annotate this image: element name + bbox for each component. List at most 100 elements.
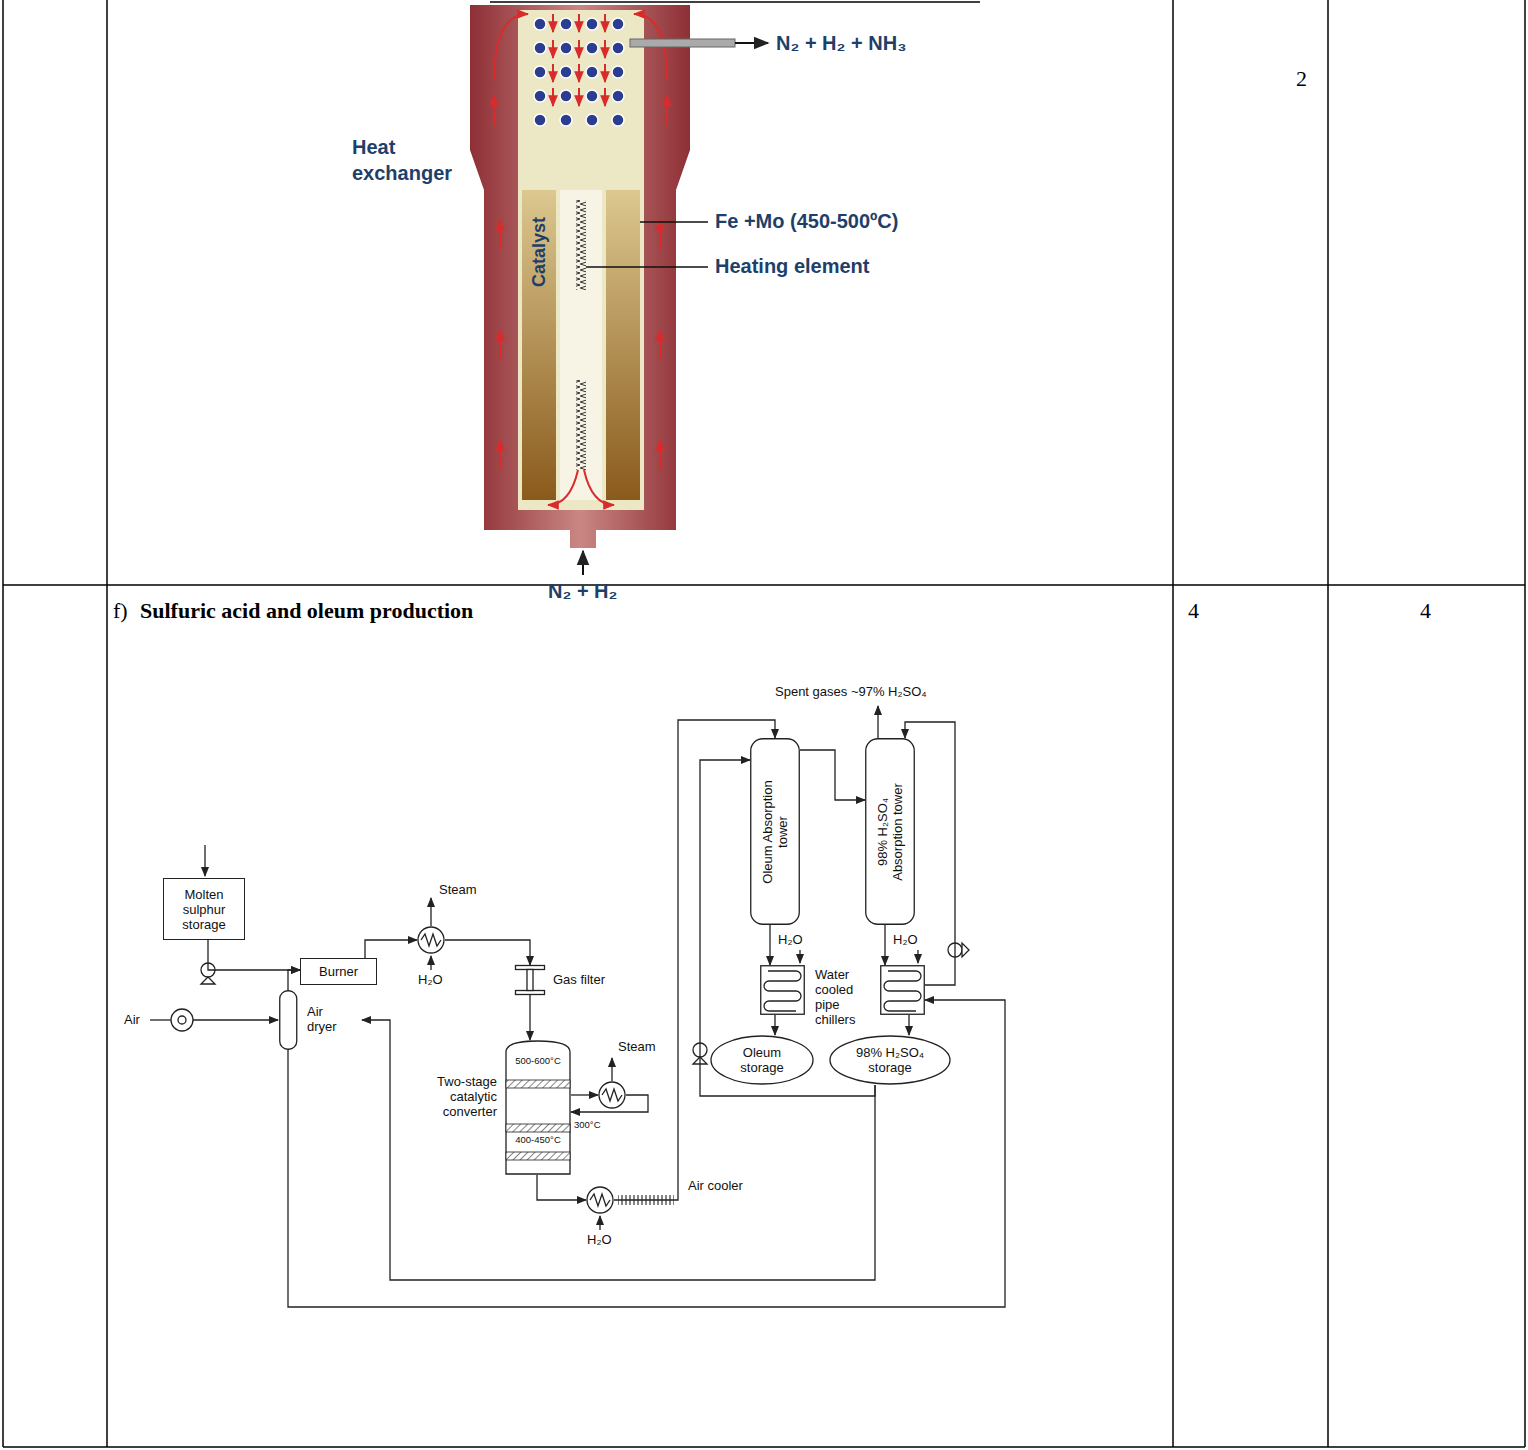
steam-superheater: Steam: [598, 1081, 626, 1109]
catalytic-converter-outline: [506, 1041, 570, 1174]
air-cooler-outline: [586, 1186, 614, 1214]
catalyst-pellet: [612, 66, 624, 78]
gas-flow-arrow: [584, 470, 614, 505]
table-rule: [3, 0, 1525, 1447]
pipe-connector: [571, 1094, 598, 1095]
absorption-tower-outline: [866, 739, 915, 925]
ammonia-converter: [735, 42, 768, 44]
equipment-label: 98% H₂SO₄ Absorption tower: [875, 772, 905, 892]
ammonia-converter: [560, 190, 602, 500]
temperature-label: 300°C: [574, 1119, 601, 1131]
table-rule: [1172, 0, 1174, 1447]
leader-line: [640, 221, 708, 222]
equipment-label: Air cooler: [688, 1178, 743, 1193]
ammonia-converter: [606, 190, 640, 500]
air-cooler: Air coolerH₂O: [586, 1186, 614, 1214]
gas-flow-arrow: [604, 14, 606, 32]
catalyst-pellet: [612, 18, 624, 30]
catalyst-pellet: [612, 42, 624, 54]
part-label: Fe +Mo (450-500ºC): [715, 208, 898, 234]
catalyst-pellet: [534, 66, 546, 78]
catalyst-pellet: [560, 18, 572, 30]
gas-flow-arrow: [659, 220, 661, 250]
pipe-chiller-outline: [884, 971, 921, 1011]
stream-label: N₂ + H₂: [548, 578, 617, 604]
pipe-chiller-outline: [761, 966, 805, 1015]
table-cell: 4: [1188, 598, 1199, 624]
air-dryer: Air dryer: [279, 990, 362, 1050]
stream-label: Spent gases ~97% H₂SO₄: [775, 684, 927, 700]
gas-flow-arrow: [552, 64, 554, 82]
gas-flow-arrow: [494, 14, 667, 505]
gas-flow-arrow: [552, 88, 554, 106]
equipment-label: Molten sulphur storage: [169, 887, 239, 932]
catalyst-pellet: [612, 90, 624, 102]
catalyst-pellet: [586, 42, 598, 54]
catalyst-pellet: [560, 114, 572, 126]
catalytic-converter-outline: [506, 1152, 570, 1160]
gas-flow-arrow: [659, 330, 661, 360]
equipment-label: Oleum storage: [732, 1045, 792, 1075]
gas-flow-arrow: [499, 220, 501, 250]
gas-flow-arrow: [604, 40, 606, 58]
leader-line: [586, 222, 708, 267]
table-cell: 2: [1296, 66, 1307, 92]
equipment-label: Steam: [618, 1039, 656, 1054]
equipment-label: Two-stage catalytic converter: [401, 1074, 497, 1119]
ammonia-converter: [576, 200, 586, 290]
process-symbol: [201, 977, 215, 984]
gas-filter-outline: [516, 966, 545, 995]
storage-tank: Oleum storage: [710, 1035, 814, 1085]
gas-filter: Gas filter: [515, 965, 545, 995]
catalytic-converter-outline: [506, 1124, 570, 1132]
ammonia-converter: [470, 5, 768, 575]
process-symbol: [171, 1009, 193, 1031]
pipe-connector: [365, 940, 417, 958]
catalyst-pellet: [534, 18, 624, 126]
equipment-label: Water cooled pipe chillers: [815, 967, 879, 1027]
stream-label: Air: [124, 1012, 140, 1028]
gas-flow-arrow: [499, 440, 501, 470]
catalyst-pellet: [560, 66, 572, 78]
catalyst-pellet: [586, 66, 598, 78]
table-rule: [3, 1446, 1525, 1448]
gas-filter-outline: [515, 965, 545, 995]
pipe-connector: [445, 940, 530, 965]
equipment-label: Burner: [319, 964, 358, 979]
pipe-chiller-outline: [760, 965, 805, 1015]
process-symbol: [430, 956, 431, 970]
pipe-connector: [908, 1015, 909, 1035]
gas-flow-arrow: [493, 95, 495, 125]
table-rule: [1327, 0, 1329, 1447]
gas-flow-arrow: [578, 88, 580, 106]
pipe-chiller-outline: [881, 966, 925, 1015]
steam-superheater-outline: [602, 1089, 622, 1101]
process-symbol: [599, 1216, 600, 1230]
air-cooler-outline: [590, 1194, 610, 1206]
pipe-connector: [288, 1000, 1005, 1307]
absorption-tower-outline: [751, 739, 800, 925]
ammonia-converter: [470, 5, 690, 548]
equipment-label: H₂O: [893, 932, 918, 947]
equipment-label: Oleum Absorption tower: [760, 772, 790, 892]
storage-tank-outline: [711, 1036, 813, 1084]
ammonia-converter: [630, 39, 735, 47]
pipe-chiller-outline: [880, 965, 925, 1015]
catalytic-converter: Two-stage catalytic converter500-600°C40…: [505, 1040, 571, 1175]
catalytic-converter-outline: [506, 1041, 570, 1174]
equipment-label: 98% H₂SO₄ storage: [851, 1045, 929, 1075]
gas-flow-arrow: [578, 40, 580, 58]
equipment-label: H₂O: [587, 1232, 612, 1247]
gas-flow-arrow: [578, 14, 580, 32]
process-symbol: [178, 1016, 186, 1024]
equipment-label: H₂O: [778, 932, 803, 947]
steam-superheater-outline: [598, 1081, 626, 1109]
pipe-connector: [362, 1020, 875, 1280]
part-label: Heat exchanger: [352, 134, 464, 186]
pipe-chiller-outline: [881, 966, 925, 1015]
pipe-connector: [800, 750, 865, 800]
catalyst-pellet: [534, 42, 546, 54]
catalyst-pellet: [612, 114, 624, 126]
air-dryer-outline: [280, 991, 297, 1050]
pipe-connector: [208, 940, 300, 970]
